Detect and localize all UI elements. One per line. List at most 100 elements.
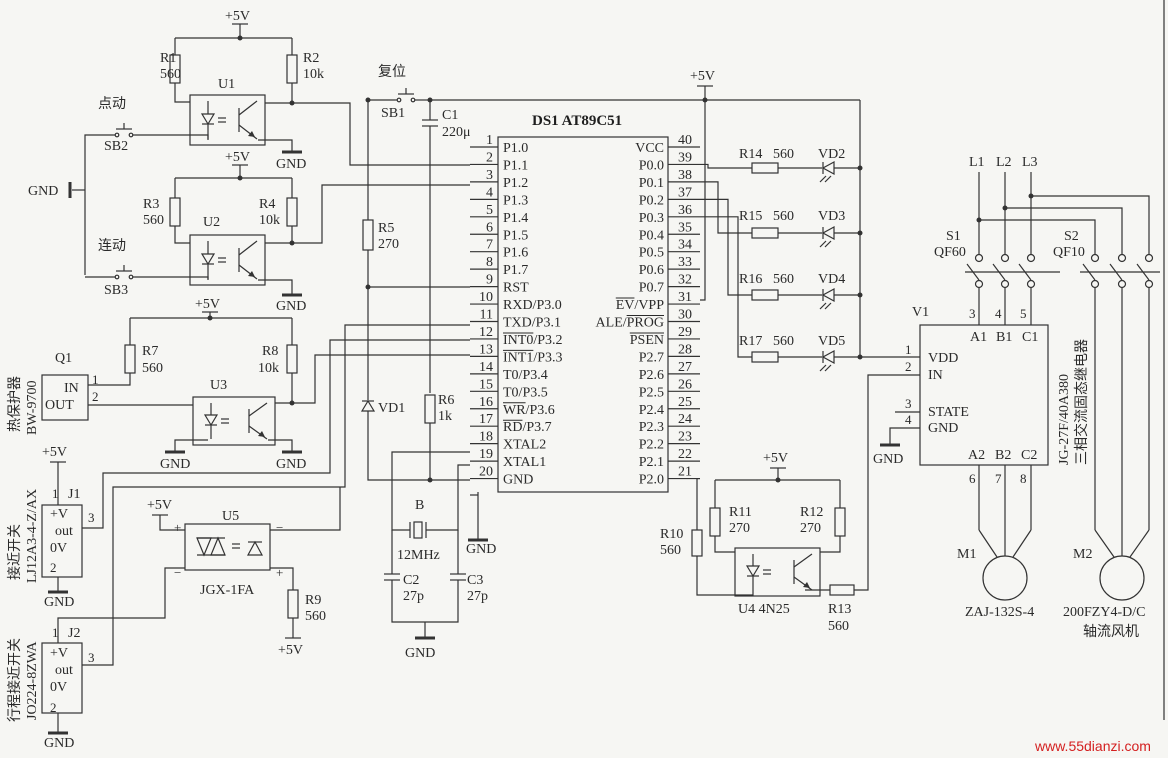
resistor <box>286 54 298 84</box>
r15-value: 560 <box>773 209 794 224</box>
v1-c2: C2 <box>1021 448 1037 463</box>
r14-label: R14 <box>739 147 762 162</box>
r11-value: 270 <box>729 521 750 536</box>
c3-value: 27p <box>467 589 488 604</box>
m1-model: ZAJ-132S-4 <box>965 605 1034 620</box>
r4-label: R4 <box>259 197 275 212</box>
wire <box>258 279 293 295</box>
mcu-pin-label: P1.7 <box>503 263 528 278</box>
r6-value: 1k <box>438 409 452 424</box>
r17-value: 560 <box>773 334 794 349</box>
contact <box>128 274 134 280</box>
transistor-arrow-icon <box>248 271 255 277</box>
j1-body <box>41 504 83 578</box>
m2-label: M2 <box>1073 547 1092 562</box>
sb3-caption: 连动 <box>98 238 126 254</box>
mcu-pin-label: P2.0 <box>639 473 664 488</box>
r1-label: R1 <box>160 51 176 66</box>
wire <box>82 324 470 666</box>
mcu-pin-number: 4 <box>486 185 493 200</box>
q1-pin1: 1 <box>92 372 99 387</box>
r3-label: R3 <box>143 197 159 212</box>
transistor-icon <box>793 553 813 568</box>
wire <box>1129 529 1150 558</box>
mcu-pin-number: 29 <box>678 325 692 340</box>
mcu-pin-label: P0.0 <box>639 158 664 173</box>
contact <box>396 97 402 103</box>
j1-label: J1 <box>68 487 80 502</box>
vcc-label-u3: +5V <box>195 297 220 312</box>
mcu-pin-label: P2.2 <box>639 438 664 453</box>
v1-b2: B2 <box>995 448 1011 463</box>
mcu-pin-number: 35 <box>678 220 692 235</box>
vcc-label-u4: +5V <box>763 451 788 466</box>
mcu-pin-number: 25 <box>678 395 692 410</box>
v1-pin4: 4 <box>905 412 912 427</box>
mcu-pin-label: T0/P3.5 <box>503 385 548 400</box>
resistor <box>286 197 298 227</box>
mcu-body <box>497 136 669 493</box>
r3-value: 560 <box>143 213 164 228</box>
resistor <box>424 394 436 424</box>
vcc-label-u5: +5V <box>147 498 172 513</box>
mcu-pin-label: P1.0 <box>503 141 528 156</box>
wire <box>696 477 700 530</box>
r17-label: R17 <box>739 334 762 349</box>
r7-value: 560 <box>142 361 163 376</box>
j2-0v: 0V <box>50 680 67 695</box>
u5-label: U5 <box>222 509 239 524</box>
v1-pin-c1: 5 <box>1020 306 1027 321</box>
v1-a1: A1 <box>970 330 987 345</box>
junction-dot <box>237 175 243 181</box>
m2-desc: 轴流风机 <box>1083 624 1139 640</box>
v1-label: V1 <box>912 305 929 320</box>
r8-label: R8 <box>262 344 278 359</box>
mcu-pin-label: RXD/P3.0 <box>503 298 562 313</box>
mcu-pin-number: 12 <box>479 325 493 340</box>
resistor <box>834 507 846 537</box>
gnd-mcu: GND <box>466 542 496 557</box>
wire <box>367 411 470 481</box>
mcu-pin-label: P0.7 <box>639 281 664 296</box>
v1-model: JG-27F/40A380 <box>1057 374 1072 465</box>
breaker-contact <box>1090 279 1100 289</box>
wire <box>391 451 470 531</box>
wire <box>700 216 752 358</box>
u5-minus-in: − <box>174 565 181 580</box>
wire <box>135 134 209 140</box>
mcu-pin-label: XTAL2 <box>503 438 546 453</box>
j2-model: JO224-8ZWA <box>25 641 40 720</box>
gnd-u3-left: GND <box>160 457 190 472</box>
gnd-switches: GND <box>28 184 58 199</box>
phase-l3: L3 <box>1022 155 1038 170</box>
resistor <box>751 351 779 363</box>
sb2-caption: 点动 <box>98 96 126 112</box>
wire <box>135 276 209 280</box>
mcu-pin-number: 9 <box>486 273 493 288</box>
v1-state: STATE <box>928 405 969 420</box>
j2-pin3: 3 <box>88 650 95 665</box>
mcu-pin-number: 2 <box>486 150 493 165</box>
transistor-icon <box>238 100 258 116</box>
led-icon <box>821 349 835 365</box>
gnd-clock: GND <box>405 646 435 661</box>
r1-value: 560 <box>160 67 181 82</box>
v1-gnd: GND <box>928 421 958 436</box>
resistor <box>751 227 779 239</box>
q1-desc: 热保护器 <box>7 376 23 432</box>
mcu-pin-label: VCC <box>635 141 664 156</box>
q1-body <box>41 374 89 421</box>
r10-value: 560 <box>660 543 681 558</box>
diode-icon <box>360 399 376 412</box>
mcu-pin-label: P0.5 <box>639 246 664 261</box>
u2-label: U2 <box>203 215 220 230</box>
mcu-pin-label: P1.3 <box>503 193 528 208</box>
junction-dot <box>237 35 243 41</box>
wire <box>978 529 998 558</box>
resistor <box>169 197 181 227</box>
r16-label: R16 <box>739 272 762 287</box>
led-icon <box>821 225 835 241</box>
wire <box>270 487 341 531</box>
